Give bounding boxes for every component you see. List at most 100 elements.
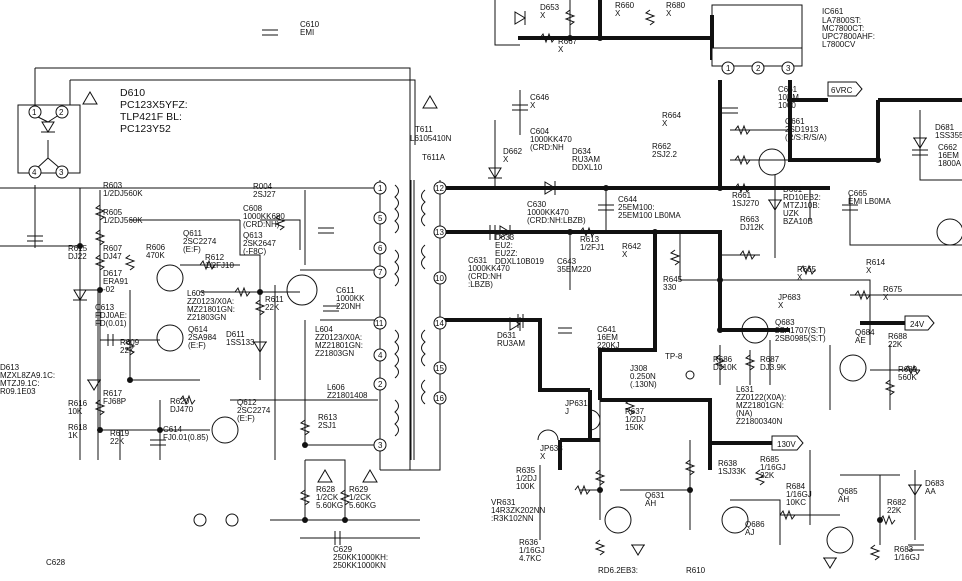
label-d631-line1: RU3AM — [497, 339, 525, 348]
label-c644-line2: 25EM100 LB0MA — [618, 211, 681, 220]
t-pin-13: 13 — [435, 228, 444, 237]
label-r620: R620 — [170, 397, 190, 406]
label-d634: D634 — [572, 147, 592, 156]
optocoupler-d610: 1 2 4 3 D610 PC123X5YFZ: TLP421F BL: PC1… — [17, 87, 188, 179]
opto-pin-4: 4 — [32, 168, 37, 177]
label-d634-line2: DDXL10 — [572, 163, 603, 172]
transformer-part: L6105410N — [410, 134, 452, 143]
label-r682-line1: 22K — [887, 506, 902, 515]
ic-ref: IC661 — [822, 7, 844, 16]
label-r686: R686 — [713, 355, 733, 364]
label-c631-line1: 1000KK470 — [468, 264, 510, 273]
label-l606-line1: Z21801408 — [327, 391, 368, 400]
resistors — [94, 9, 921, 561]
label-q613: Q613 — [243, 231, 263, 240]
label-l604: L604 — [315, 325, 333, 334]
label-r683-line1: 1/16GJ — [894, 553, 920, 562]
label-c661: C661 — [778, 85, 798, 94]
label-r628: R628 — [316, 485, 336, 494]
label-q631-line1: AH — [645, 499, 656, 508]
label-q611: Q611 — [183, 229, 203, 238]
label-c611-line1: 1000KK — [336, 294, 365, 303]
label-r611: R611 — [265, 295, 284, 304]
ic-part-2: MC7800CT: — [822, 24, 864, 33]
label-d683: D683 — [925, 479, 945, 488]
label-r663: R663 — [740, 215, 760, 224]
label-l603-line2: MZ21801GN: — [187, 305, 235, 314]
label-r613b-line1: 2SJ1 — [318, 421, 337, 430]
label-r629-line2: 5.60KG — [349, 501, 376, 510]
label-l631-line2: MZ21801GN: — [736, 401, 784, 410]
label-r685-line2: 22K — [760, 471, 775, 480]
label-l604-line3: Z21803GN — [315, 349, 354, 358]
label-jp683-line1: X — [778, 301, 784, 310]
label-q661: Q661 — [785, 117, 805, 126]
label-d661: D661 — [783, 185, 803, 194]
label-d661-line4: BZA10B — [783, 217, 813, 226]
label-c628: C628 — [46, 558, 66, 567]
label-q613-line2: (-F8C) — [243, 247, 266, 256]
label-c641-line2: 220KJ — [597, 341, 620, 350]
opto-ref: D610 — [120, 87, 145, 99]
label-c646-line1: X — [530, 101, 536, 110]
label-d613: D613 — [0, 363, 20, 372]
label-q661-line2: (R/S:R/S/A) — [785, 133, 827, 142]
label-r660: R660 — [615, 1, 635, 10]
label-r614-line1: X — [866, 266, 872, 275]
label-q614: Q614 — [188, 325, 208, 334]
label-r616-line1: 10K — [68, 407, 83, 416]
label-d681-line1: 1SS355 — [935, 131, 962, 140]
label-l631-line3: (NA) — [736, 409, 753, 418]
label-q611-line1: 2SC2274 — [183, 237, 217, 246]
label-r635-line2: 100K — [516, 482, 535, 491]
label-r610: R610 — [686, 566, 706, 575]
label-r684: R684 — [786, 482, 806, 491]
capacitors — [27, 29, 928, 551]
label-r684-line1: 1/16GJ — [786, 490, 812, 499]
label-c630-line2: (CRD:NH:LBZB) — [527, 216, 586, 225]
label-r618: R618 — [68, 423, 88, 432]
label-r661: R661 — [732, 191, 752, 200]
label-r685: R685 — [760, 455, 780, 464]
label-j308-line1: 0.250N — [630, 372, 656, 381]
label-c630: C630 — [527, 200, 547, 209]
label-c630-line1: 1000KK470 — [527, 208, 569, 217]
t-pin-15: 15 — [435, 364, 444, 373]
regulator-ic661: 1 2 3 IC661 LA7800ST: MC7800CT: UPC7800A… — [711, 4, 875, 75]
label-d613-line2: MTZJ9.1C: — [0, 379, 40, 388]
label-jp683: JP683 — [778, 293, 801, 302]
label-d662-line1: X — [503, 155, 509, 164]
label-r619: R619 — [110, 429, 130, 438]
ic-pin-3: 3 — [786, 64, 791, 73]
t-pin-10: 10 — [435, 274, 444, 283]
label-c613-line2: FD(0.01) — [95, 319, 127, 328]
label-r685-line1: 1/16GJ — [760, 463, 786, 472]
label-r620-line1: DJ470 — [170, 405, 194, 414]
opto-pin-2: 2 — [59, 108, 64, 117]
label-q613-line1: 2SK2647 — [243, 239, 276, 248]
label-r680: R680 — [666, 1, 686, 10]
label-l604-line1: ZZ0123/X0A: — [315, 333, 362, 342]
label-r689: R689 — [898, 365, 918, 374]
label-r688-line1: 22K — [888, 340, 903, 349]
label-q686: Q686 — [745, 520, 765, 529]
label-r603-line1: 1/2DJ560K — [103, 189, 143, 198]
opto-part-2: TLP421F BL: — [120, 111, 182, 123]
label-c629-line1: 250KK1000KH: — [333, 553, 388, 562]
transistors — [156, 148, 962, 554]
label-c608-line1: 1000KK680 — [243, 212, 285, 221]
transformer-t611: T611 L6105410N T611A 1 5 6 7 11 4 2 3 12… — [373, 95, 452, 460]
label-vr631-line1: 14R3ZK202NN — [491, 506, 545, 515]
label-d661-line1: RD10EB2: — [783, 193, 821, 202]
label-r664-line1: X — [662, 119, 668, 128]
rail-labels: 6VRC 24V 130V — [771, 81, 935, 451]
label-l606: L606 — [327, 383, 345, 392]
label-r605-line1: 1/2DJ560K — [103, 216, 143, 225]
label-r629: R629 — [349, 485, 369, 494]
label-d631: D631 — [497, 331, 517, 340]
label-d633-line1: EU2: — [495, 241, 513, 250]
label-r613b: R613 — [318, 413, 338, 422]
label-d653-line1: X — [540, 11, 546, 20]
label-r636-line2: 4.7KC — [519, 554, 541, 563]
t-pin-1: 1 — [378, 184, 383, 193]
